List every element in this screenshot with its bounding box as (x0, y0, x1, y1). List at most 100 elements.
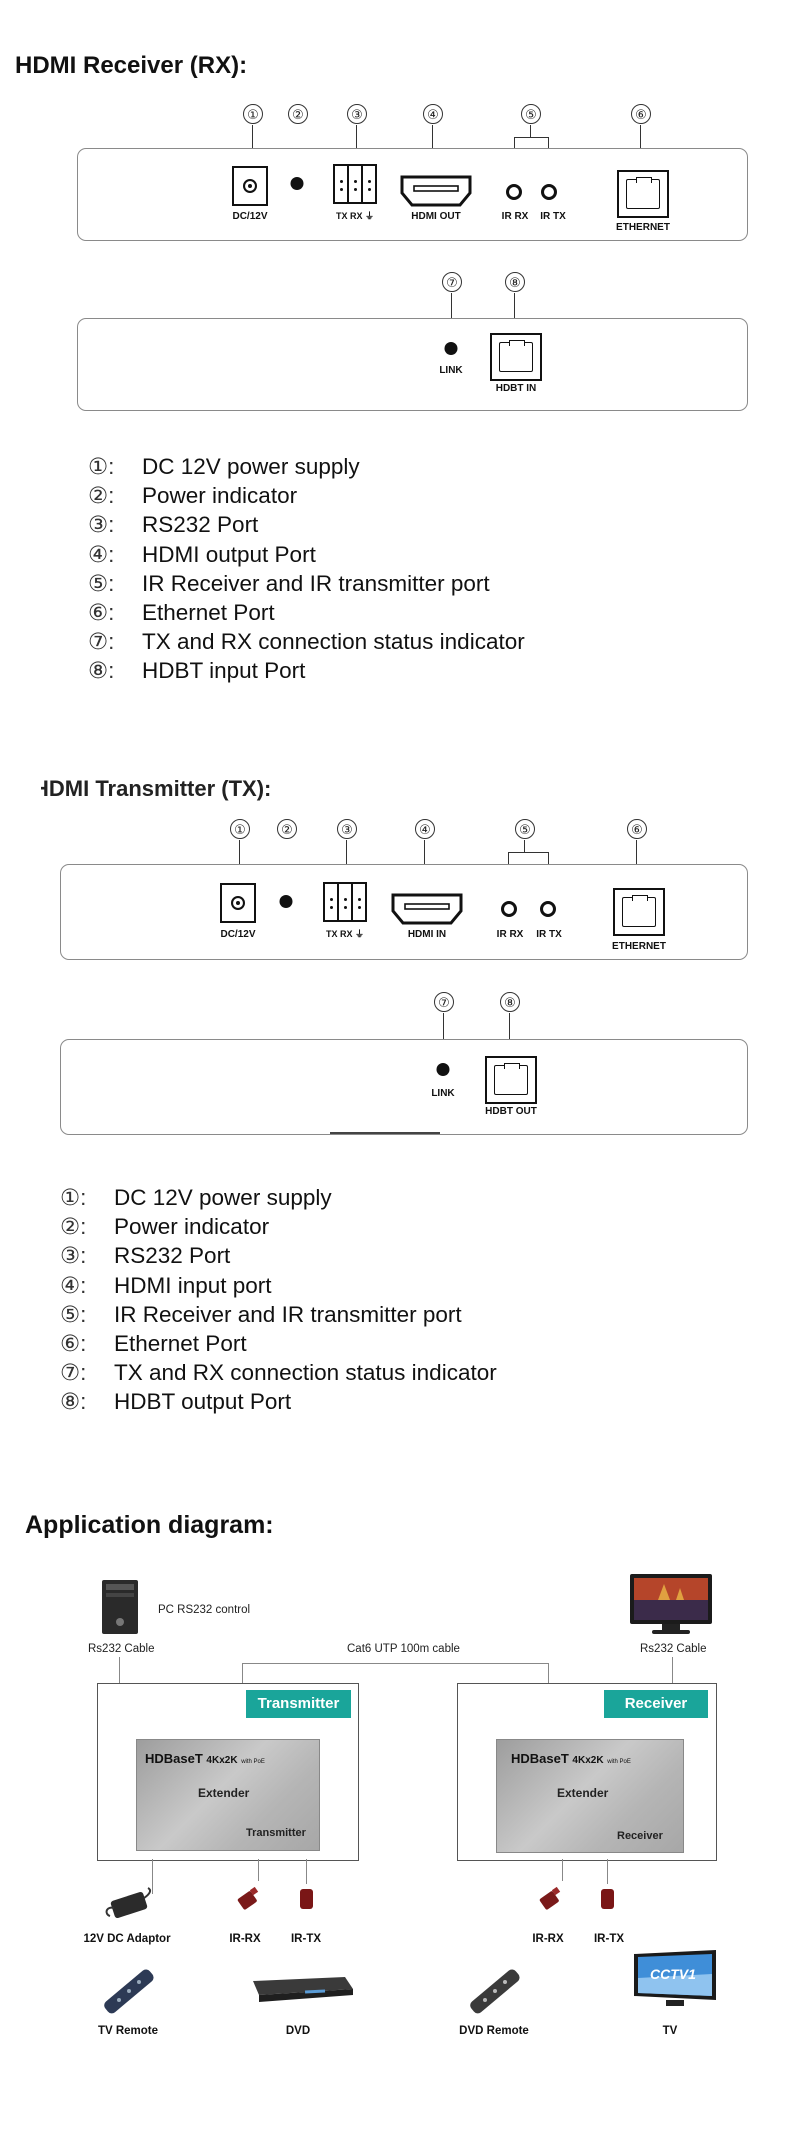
rx-title: HDMI Receiver (RX): (15, 52, 248, 79)
dvd-player-icon (253, 1977, 353, 2002)
tx-num-2: ② (277, 819, 297, 839)
rx-hdmi-label: HDMI OUT (411, 211, 461, 222)
rx-hdbt-port-icon (490, 333, 542, 381)
rx-num-6: ⑥ (631, 104, 651, 124)
ir-tx-right-label: IR-TX (593, 1933, 625, 1945)
tx-num-7: ⑦ (434, 992, 454, 1012)
rx-legend-item: ⑥:Ethernet Port (88, 600, 275, 626)
pc-tower-icon (102, 1580, 138, 1634)
rx-legend-item: ⑧:HDBT input Port (88, 658, 306, 684)
rx-hdbt-label: HDBT IN (495, 383, 537, 394)
rx-ethernet-label: ETHERNET (616, 222, 670, 233)
rx-num-8: ⑧ (505, 272, 525, 292)
rx-front-panel (77, 148, 748, 241)
tx-link-led-icon (436, 1063, 450, 1076)
transmitter-device: HDBaseT 4Kx2K with PoE Extender Transmit… (136, 1739, 320, 1851)
tv-remote-label: TV Remote (97, 2025, 159, 2037)
tx-ethernet-port-icon (613, 888, 665, 936)
rx-legend-item: ⑦:TX and RX connection status indicator (88, 629, 525, 655)
tx-irrx-label: IR RX (496, 929, 524, 940)
tv-screen-text: CCTV1 (650, 1966, 696, 1982)
rx-legend-item: ①:DC 12V power supply (88, 454, 360, 479)
tx-legend-item: ④:HDMI input port (60, 1272, 272, 1298)
cable-label: Cat6 UTP 100m cable (347, 1643, 460, 1655)
tx-num-3: ③ (337, 819, 357, 839)
tx-legend: ①:DC 12V power supply ②:Power indicator … (60, 1183, 497, 1417)
rx-link-label: LINK (439, 365, 463, 376)
tx-legend-item: ⑧:HDBT output Port (60, 1389, 292, 1415)
tv-icon (634, 1950, 716, 2006)
ir-rx-left-label: IR-RX (229, 1933, 261, 1945)
tx-ethernet-label: ETHERNET (612, 941, 666, 952)
rx-legend-item: ④:HDMI output Port (88, 541, 316, 567)
tx-ir-rx-icon (501, 901, 517, 917)
ir-tx-left-icon (300, 1889, 313, 1909)
ir-rx-right-icon (539, 1886, 561, 1910)
adaptor-label: 12V DC Adaptor (83, 1933, 171, 1945)
tx-link-label: LINK (431, 1088, 455, 1099)
ir-rx-left-icon (237, 1886, 259, 1910)
tx-txrx-label: TX RX ⏚ (325, 929, 365, 939)
tx-irtx-label: IR TX (536, 929, 562, 940)
rx-txrx-label: TX RX ⏚ (335, 211, 375, 221)
tx-legend-item: ①:DC 12V power supply (60, 1185, 332, 1210)
rs232-right-label: Rs232 Cable (640, 1643, 707, 1655)
rx-num-7: ⑦ (442, 272, 462, 292)
tv-label: TV (662, 2025, 678, 2037)
rx-legend-item: ⑤:IR Receiver and IR transmitter port (88, 570, 490, 596)
pc-label: PC RS232 control (158, 1604, 251, 1616)
rx-irrx-label: IR RX (501, 211, 529, 222)
rx-ir-rx-icon (506, 184, 522, 200)
ir-rx-right-label: IR-RX (532, 1933, 564, 1945)
tx-legend-item: ⑥:Ethernet Port (60, 1331, 247, 1357)
tx-hdmi-label: HDMI IN (407, 929, 447, 940)
rx-rear-panel (77, 318, 748, 411)
rx-num-2: ② (288, 104, 308, 124)
dvd-remote-icon (470, 1969, 520, 2014)
tx-num-5: ⑤ (515, 819, 535, 839)
receiver-device: HDBaseT 4Kx2K with PoE Extender Receiver (496, 1739, 684, 1853)
rx-num-5: ⑤ (521, 104, 541, 124)
tx-power-led-icon (279, 895, 293, 908)
rx-hdmi-port-icon (400, 175, 472, 207)
rx-num-3: ③ (347, 104, 367, 124)
rx-ethernet-port-icon (617, 170, 669, 218)
tv-remote-icon (104, 1969, 154, 2014)
tx-hdbt-label: HDBT OUT (485, 1106, 537, 1117)
ir-tx-right-icon (601, 1889, 614, 1909)
tx-legend-item: ⑦:TX and RX connection status indicator (60, 1360, 497, 1386)
tx-hdmi-port-icon (391, 893, 463, 925)
tx-title: HDMI Transmitter (TX): (41, 776, 272, 801)
tx-legend-item: ⑤:IR Receiver and IR transmitter port (60, 1301, 462, 1327)
tx-dc-label: DC/12V (220, 929, 256, 940)
rx-irtx-label: IR TX (540, 211, 566, 222)
tx-legend-item: ③:RS232 Port (60, 1243, 231, 1269)
rx-power-led-icon (290, 177, 304, 190)
tx-ir-tx-icon (540, 901, 556, 917)
app-title: Application diagram: (25, 1511, 274, 1539)
rx-num-1: ① (243, 104, 263, 124)
rx-ir-tx-icon (541, 184, 557, 200)
rx-dc-label: DC/12V (232, 211, 268, 222)
receiver-badge: Receiver (604, 1690, 708, 1718)
rx-legend-item: ③:RS232 Port (88, 512, 259, 538)
tx-num-6: ⑥ (627, 819, 647, 839)
rx-legend-item: ②:Power indicator (88, 483, 298, 509)
tx-legend-item: ②:Power indicator (60, 1214, 270, 1240)
tx-num-4: ④ (415, 819, 435, 839)
tx-hdbt-port-icon (485, 1056, 537, 1104)
rx-link-led-icon (444, 342, 458, 355)
dvd-label: DVD (285, 2025, 311, 2037)
tx-front-panel (60, 864, 748, 960)
tx-num-8: ⑧ (500, 992, 520, 1012)
rx-legend: ①:DC 12V power supply ②:Power indicator … (88, 452, 525, 686)
tx-num-1: ① (230, 819, 250, 839)
rx-num-4: ④ (423, 104, 443, 124)
tx-dc-jack-icon (220, 883, 256, 923)
tx-rear-panel (60, 1039, 748, 1135)
ir-tx-left-label: IR-TX (290, 1933, 322, 1945)
power-adaptor-icon (105, 1887, 152, 1919)
rs232-left-label: Rs232 Cable (88, 1643, 155, 1655)
transmitter-badge: Transmitter (246, 1690, 351, 1718)
rx-rs232-terminal-icon (333, 164, 377, 204)
